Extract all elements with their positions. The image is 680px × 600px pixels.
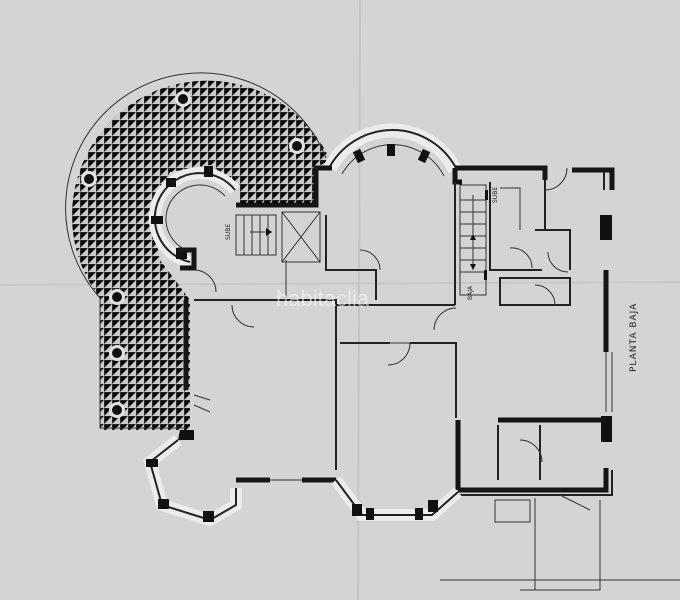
column-5 <box>109 345 125 361</box>
round-tower <box>148 166 240 271</box>
stairs-down-label: BAJA <box>467 285 474 300</box>
tiled-terrace <box>65 72 331 430</box>
interior-walls <box>194 180 571 480</box>
stairs-right <box>459 184 488 296</box>
exterior-walls <box>236 165 615 496</box>
column-4 <box>109 289 125 305</box>
column-3 <box>81 171 97 187</box>
column-1 <box>175 91 191 107</box>
bottom-bay <box>143 300 462 527</box>
stairs-up-left-label: SUBE <box>225 224 232 240</box>
terrace-columns <box>81 91 305 418</box>
watermark: habitaclia <box>276 286 370 311</box>
round-bay-top <box>323 123 462 177</box>
stairs-left <box>235 211 321 300</box>
doors <box>193 167 569 463</box>
floor-name-label: PLANTA BAJA <box>629 303 639 372</box>
garden-lines <box>440 494 680 591</box>
stairs-up-right-label: SUBE <box>492 187 499 203</box>
column-2 <box>289 138 305 154</box>
column-6 <box>109 402 125 418</box>
